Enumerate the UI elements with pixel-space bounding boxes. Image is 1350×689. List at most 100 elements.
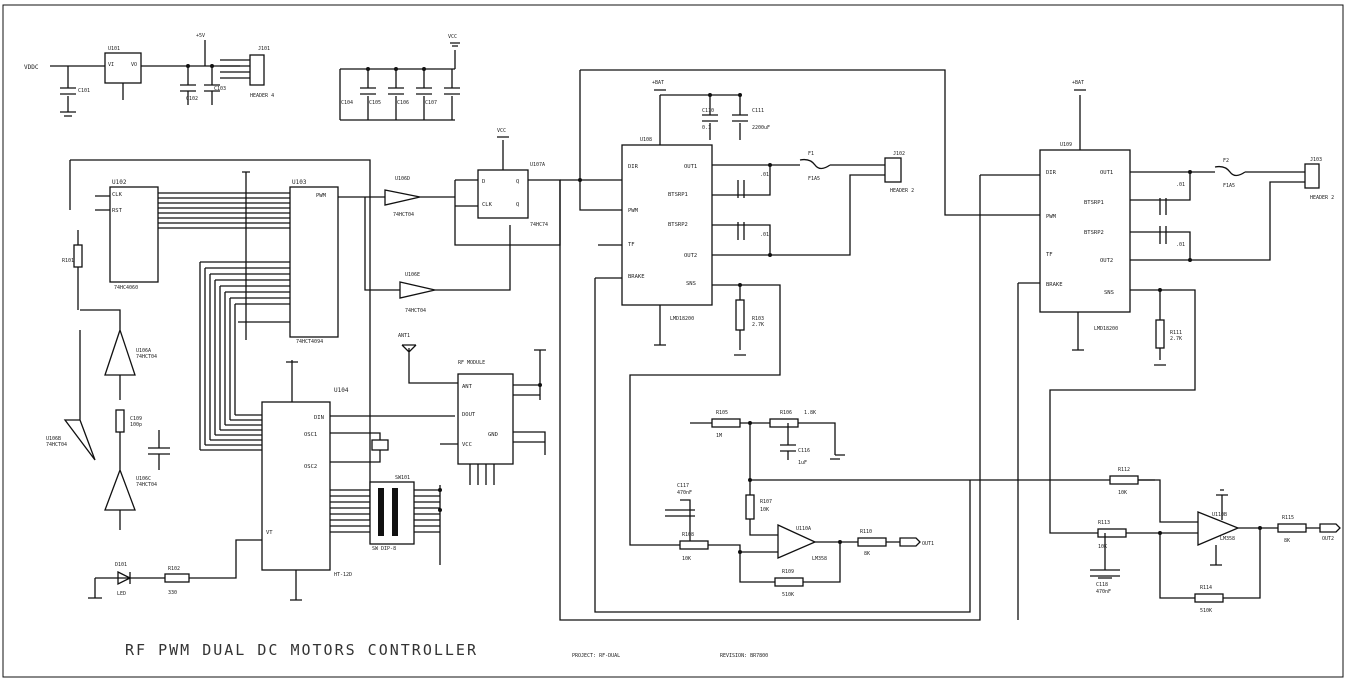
r102-val: 330 [168, 590, 177, 596]
u102-pin-clk: CLK [112, 192, 123, 198]
vcc-label-bank: VCC [448, 34, 457, 40]
ff-pin-qbar: Q [516, 202, 519, 208]
u103-ref: U103 [292, 179, 307, 186]
flipflop-u107a [477, 169, 529, 219]
u104-pin-vt: VT [266, 530, 273, 536]
r114-ref: R114 [1200, 585, 1212, 591]
cap-c102-label: C102 [186, 96, 198, 102]
u105-pin-ant: ANT [462, 384, 473, 390]
gate-u106e-ref: U106E [405, 272, 420, 278]
u108-pin-brake: BRAKE [628, 274, 645, 280]
header-j103-ref: J103 [1310, 157, 1322, 163]
opamp-u110b-part: LM358 [1220, 536, 1235, 542]
cap-c115-val: .01 [1176, 242, 1185, 248]
r113-ref: R113 [1098, 520, 1110, 526]
dip-switches-a [378, 488, 384, 536]
vbat-right: +BAT [1072, 80, 1084, 86]
analog-section-left: R105 1M R106 1.8K C116 1uF R107 10K U110… [665, 410, 1155, 598]
u105-part: RF MODULE [458, 360, 485, 366]
cap-c101-label: C101 [78, 88, 90, 94]
dip-part: SW DIP-8 [372, 546, 396, 552]
gate-u106a-part: 74HCT04 [136, 354, 157, 360]
u108-part: LMD18200 [670, 316, 694, 322]
cap-c104-label: C104 [341, 100, 353, 106]
r113-resistor [1097, 528, 1127, 538]
header-j102-ref: J102 [893, 151, 905, 157]
opamp-u110a-ref: U110A [796, 526, 811, 532]
r103-ref: R103 [752, 316, 764, 322]
u102-part: 74HC4060 [114, 285, 138, 291]
cap-c107-label: C107 [425, 100, 437, 106]
antenna-label: ANT1 [398, 333, 410, 339]
power-input-section: VDDC C101 U101 VI VO C102 C103 +5V J101 … [24, 33, 274, 117]
header-j102-label: HEADER 2 [890, 188, 914, 194]
cap-c106-label: C106 [397, 100, 409, 106]
header-j101-label: HEADER 4 [250, 93, 274, 99]
led-ref: D101 [115, 562, 127, 568]
u109-pin-brake: BRAKE [1046, 282, 1063, 288]
ff-part: 74HC74 [530, 222, 548, 228]
r107-resistor [745, 494, 755, 520]
gate-u106c-ref: U106C [136, 476, 151, 482]
u108-ref: U108 [640, 137, 652, 143]
c-osc-ref: C109 [130, 416, 142, 422]
regulator-u101 [104, 52, 142, 84]
header-j101-ref: J101 [258, 46, 270, 52]
u109-pin-out2: OUT2 [1100, 258, 1113, 264]
u108-pin-sns: SNS [686, 281, 696, 287]
decoder-u104: U104 HT-12D DIN VT OSC1 OSC2 [200, 360, 455, 601]
r103-resistor [735, 299, 745, 331]
c117-ref: C117 [677, 483, 689, 489]
r109-val: 510K [782, 592, 794, 598]
u108-box [621, 144, 713, 306]
r102-ref: R102 [168, 566, 180, 572]
dip-ref: SW101 [395, 475, 410, 481]
u105-box [457, 373, 514, 465]
u104-box [261, 401, 331, 571]
c118-val: 470nF [1096, 589, 1111, 595]
u109-ref: U109 [1060, 142, 1072, 148]
vcc-label-ff: VCC [497, 128, 506, 134]
ff-pin-q: Q [516, 179, 519, 185]
r105-resistor [711, 418, 741, 428]
u104-ref: U104 [334, 387, 349, 394]
u104-pin-osc1: OSC1 [304, 432, 317, 438]
u103-part: 74HCT4094 [296, 339, 323, 345]
r107-ref: R107 [760, 499, 772, 505]
junction-dots [186, 64, 1262, 554]
r101-ref: R101 [62, 258, 74, 264]
header-j102 [884, 157, 902, 183]
gate-u106b-ref: U106B [46, 436, 61, 442]
u109-pin-btsrp1: BTSRP1 [1084, 200, 1104, 206]
u109-pin-dir: DIR [1046, 170, 1057, 176]
u103-box [289, 186, 339, 338]
r114-val: 510K [1200, 608, 1212, 614]
ff-ref: U107A [530, 162, 545, 168]
gate-u106a-ref: U106A [136, 348, 151, 354]
regulator-in: VI [108, 62, 114, 68]
counter-u102: U102 74HC4060 CLK RST R101 [62, 159, 371, 520]
u104-part: HT-12D [334, 572, 352, 578]
r106-val: 1.8K [804, 410, 816, 416]
r115-val: 8K [1284, 538, 1290, 544]
r107-val: 10K [760, 507, 769, 513]
rf-module-u105: ANT1 RF MODULE ANT DOUT VCC GND [398, 333, 546, 485]
vbat-left: +BAT [652, 80, 664, 86]
fuse-f2-ref: F2 [1223, 158, 1229, 164]
header-j103-label: HEADER 2 [1310, 195, 1334, 201]
dip-switch: SW DIP-8 SW101 [369, 475, 441, 565]
led-section: D101 LED R102 330 [88, 539, 262, 599]
header-j101 [249, 54, 265, 86]
regulator-out: VO [131, 62, 137, 68]
u109-part: LMD18200 [1094, 326, 1118, 332]
u109-pin-btsrp2: BTSRP2 [1084, 230, 1104, 236]
r101-resistor [73, 244, 83, 268]
r113-val: 10K [1098, 544, 1107, 550]
cap-c112-val: .01 [760, 172, 769, 178]
c118-ref: C118 [1096, 582, 1108, 588]
u109-pin-sns: SNS [1104, 290, 1114, 296]
r112-ref: R112 [1118, 467, 1130, 473]
r112-resistor [1109, 475, 1139, 485]
